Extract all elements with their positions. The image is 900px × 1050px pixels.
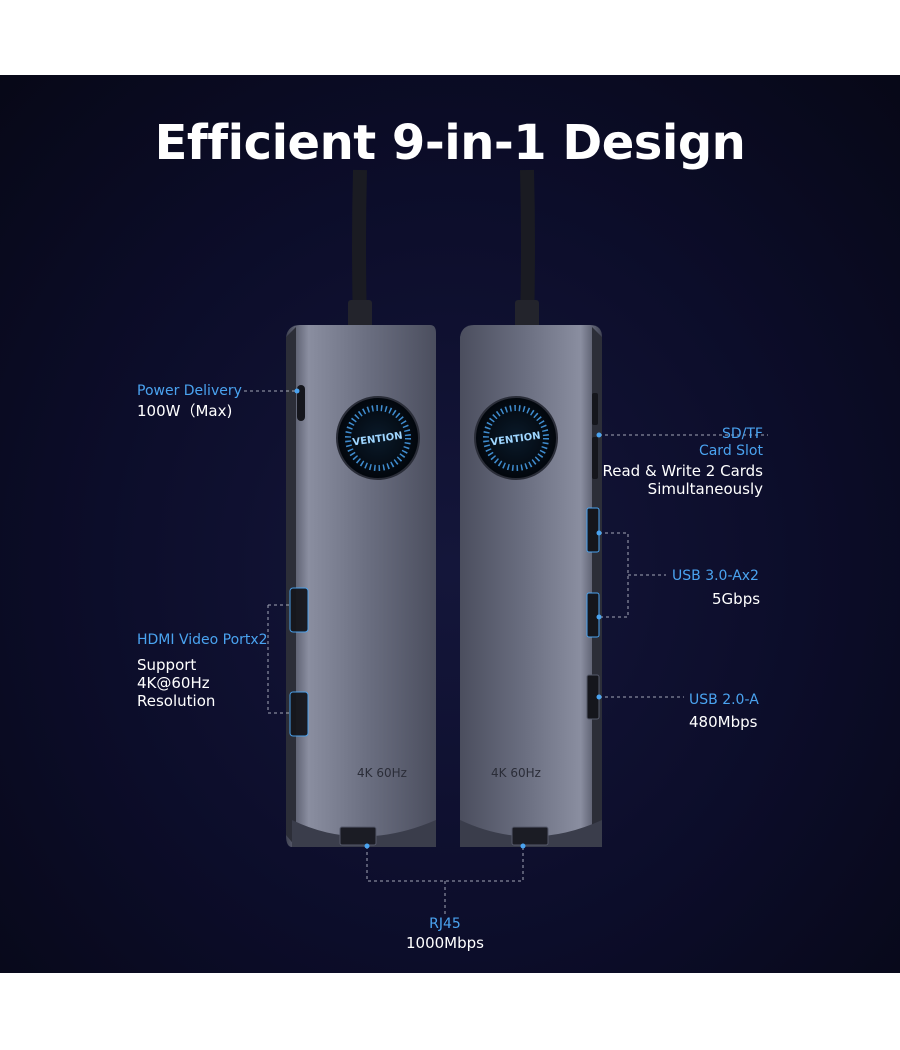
- left-cable-boot: [348, 300, 372, 332]
- usb-a-port-icon: [586, 507, 600, 553]
- rj45-label: RJ45: [429, 916, 461, 932]
- sd-tf-label-line-2: Card Slot: [698, 443, 763, 459]
- product-banner: Efficient 9-in-1 Design: [0, 75, 900, 973]
- power-delivery-label: Power Delivery: [137, 383, 242, 399]
- power-delivery-detail: 100W（Max): [137, 402, 233, 420]
- usb3-detail: 5Gbps: [712, 590, 761, 608]
- usb3-callout-line: [599, 532, 666, 618]
- rj45-detail: 1000Mbps: [406, 934, 484, 952]
- sd-tf-detail-line-1: Read & Write 2 Cards: [602, 462, 763, 480]
- usb3-label: USB 3.0-Ax2: [672, 568, 759, 584]
- hdmi-label: HDMI Video Portx2: [137, 632, 268, 648]
- left-print: 4K 60Hz: [357, 766, 407, 780]
- right-cable-boot: [515, 300, 539, 332]
- usb2-detail: 480Mbps: [689, 713, 758, 731]
- hdmi-port-icon: [289, 587, 309, 633]
- hdmi-detail-line-2: 4K@60Hz: [137, 674, 210, 692]
- hub-illustration: VENTION 4K 60Hz VENTION 4K 60Hz: [244, 169, 768, 915]
- sd-tf-label-line-1: SD/TF: [722, 426, 763, 442]
- usb2-label: USB 2.0-A: [689, 692, 759, 708]
- usb-c-port-icon: [297, 385, 305, 421]
- hdmi-callout-line: [267, 604, 290, 714]
- usb-a-port-icon: [586, 592, 600, 638]
- card-slot-icon: [592, 437, 598, 479]
- card-slot-icon: [592, 393, 598, 425]
- rj45-callout-line: [366, 846, 524, 915]
- sd-tf-detail-line-2: Simultaneously: [647, 480, 763, 498]
- hdmi-detail-line-1: Support: [137, 656, 197, 674]
- hdmi-port-icon: [289, 691, 309, 737]
- rj45-port-icon: [339, 826, 377, 846]
- banner-title: Efficient 9-in-1 Design: [154, 115, 746, 171]
- right-print: 4K 60Hz: [491, 766, 541, 780]
- rj45-port-icon: [511, 826, 549, 846]
- hdmi-detail-line-3: Resolution: [137, 692, 216, 710]
